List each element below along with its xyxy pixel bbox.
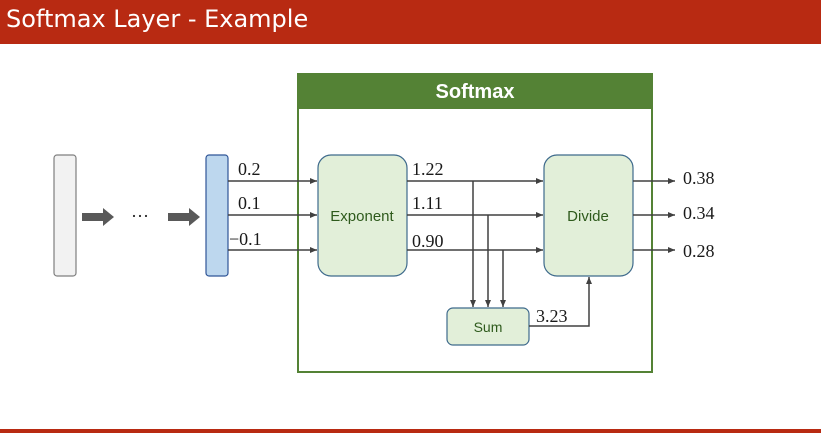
bottom-rule — [0, 429, 821, 433]
exponential-value: 1.22 — [412, 159, 444, 179]
sum-to-divide-arrow — [529, 277, 592, 327]
forward-arrow-icon — [82, 208, 114, 226]
exponential-value: 1.11 — [412, 193, 443, 213]
sum-value: 3.23 — [536, 306, 568, 326]
output-probability: 0.28 — [683, 241, 715, 261]
divide-label: Divide — [567, 208, 609, 225]
forward-arrow-icon — [168, 208, 200, 226]
ellipsis: ··· — [131, 206, 149, 226]
input-value: −0.1 — [229, 229, 262, 249]
exponent-label: Exponent — [330, 208, 394, 225]
slide-title: Softmax Layer - Example — [6, 5, 309, 33]
input-vector — [205, 154, 229, 277]
sum-label: Sum — [474, 319, 503, 335]
input-value: 0.2 — [238, 159, 261, 179]
softmax-title: Softmax — [436, 81, 515, 103]
title-bar: Softmax Layer - Example — [0, 0, 821, 44]
output-probability: 0.34 — [683, 203, 715, 223]
output-probability: 0.38 — [683, 168, 715, 188]
softmax-header — [298, 74, 652, 109]
exponential-value: 0.90 — [412, 231, 444, 251]
input-value: 0.1 — [238, 193, 261, 213]
previous-layer-block — [53, 154, 77, 277]
